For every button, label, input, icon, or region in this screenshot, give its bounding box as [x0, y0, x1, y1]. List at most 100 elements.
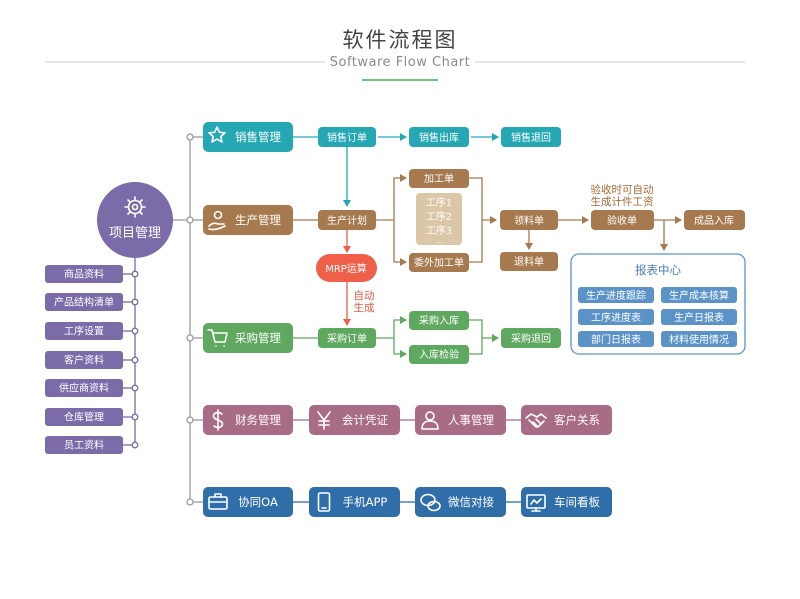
- process-step-2: 工序2: [426, 210, 452, 223]
- row5-module-label: 手机APP: [343, 495, 388, 509]
- report-item[interactable]: 生产日报表: [661, 309, 737, 325]
- left-list-item-label: 产品结构清单: [54, 296, 114, 309]
- report-item-label: 生产进度跟踪: [586, 289, 646, 302]
- row4-module-0[interactable]: 财务管理: [203, 405, 293, 435]
- inspection-node[interactable]: 验收单: [591, 210, 654, 230]
- sales-outbound-node[interactable]: 销售出库: [409, 127, 469, 147]
- process-order-node[interactable]: 加工单: [409, 169, 469, 188]
- row4-module-1[interactable]: 会计凭证: [309, 405, 400, 435]
- production-management-label: 生产管理: [235, 213, 281, 227]
- purchase-order-node[interactable]: 采购订单: [318, 328, 376, 348]
- fork-purchase-check: [393, 338, 407, 358]
- phone-icon: [317, 492, 331, 512]
- sales-order-node[interactable]: 销售订单: [318, 127, 376, 147]
- handshake-icon: [525, 413, 547, 428]
- row4-module-label: 客户关系: [554, 413, 600, 427]
- process-order-label: 加工单: [424, 173, 454, 185]
- star-icon: [208, 126, 226, 143]
- wechat-icon: [420, 493, 441, 512]
- left-list-item-label: 工序设置: [64, 325, 104, 338]
- hand-gear-icon: [208, 210, 226, 231]
- row5-module-3[interactable]: 车间看板: [521, 487, 612, 517]
- project-management-label: 项目管理: [109, 226, 161, 241]
- process-step-1: 工序1: [426, 196, 452, 209]
- report-item-label: 部门日报表: [591, 333, 641, 346]
- material-pick-label: 领料单: [514, 214, 544, 227]
- row4-module-label: 人事管理: [448, 413, 494, 427]
- outsource-order-node[interactable]: 委外加工单: [409, 253, 469, 272]
- report-item[interactable]: 生产成本核算: [661, 287, 737, 303]
- finished-goods-node[interactable]: 成品入库: [684, 210, 745, 230]
- production-plan-node[interactable]: 生产计划: [318, 210, 376, 230]
- left-list-item[interactable]: 工序设置: [45, 322, 139, 340]
- purchase-return-label: 采购退回: [511, 332, 551, 345]
- person-icon: [421, 411, 439, 430]
- sales-management-label: 销售管理: [235, 130, 281, 144]
- fork-purchase-inbound: [376, 316, 407, 339]
- merge-to-pick: [469, 177, 496, 263]
- process-step-3: 工序3: [426, 224, 452, 237]
- auto-note-1: 自动: [354, 289, 375, 302]
- fork-plan-outsource: [393, 220, 407, 266]
- left-list-item-label: 客户资料: [64, 354, 104, 367]
- briefcase-icon: [208, 493, 228, 510]
- report-item[interactable]: 生产进度跟踪: [578, 287, 654, 303]
- report-item-label: 工序进度表: [591, 311, 641, 324]
- yen-icon: [317, 411, 331, 430]
- purchase-inbound-label: 采购入库: [419, 314, 459, 327]
- gear-icon: [124, 196, 146, 218]
- report-item-label: 生产成本核算: [669, 289, 729, 302]
- inspection-note-1: 验收时可自动: [591, 183, 654, 196]
- purchase-return-node[interactable]: 采购退回: [501, 328, 561, 348]
- purchase-management-label: 采购管理: [235, 331, 281, 345]
- outsource-order-label: 委外加工单: [414, 256, 464, 269]
- left-list-item[interactable]: 客户资料: [45, 351, 139, 369]
- left-list-item[interactable]: 仓库管理: [45, 408, 139, 426]
- row5-module-2[interactable]: 微信对接: [415, 487, 506, 517]
- sales-return-node[interactable]: 销售退回: [501, 127, 561, 147]
- dollar-icon: [212, 409, 224, 431]
- purchase-management-node[interactable]: 采购管理: [203, 323, 293, 353]
- left-list-item[interactable]: 商品资料: [45, 265, 139, 283]
- process-step-more: ...: [435, 236, 443, 245]
- row4-modules: 财务管理会计凭证 人事管理 客户关系: [203, 405, 612, 435]
- report-item-label: 材料使用情况: [669, 333, 729, 346]
- left-list-item-label: 仓库管理: [64, 411, 104, 424]
- report-item[interactable]: 部门日报表: [578, 331, 654, 347]
- left-list-item[interactable]: 员工资料: [45, 436, 139, 454]
- report-item-label: 生产日报表: [674, 311, 724, 324]
- row5-module-1[interactable]: 手机APP: [309, 487, 400, 517]
- process-steps-box: 工序1 工序2 工序3 ...: [416, 193, 462, 245]
- row5-module-label: 微信对接: [448, 495, 494, 509]
- row5-module-label: 车间看板: [554, 495, 600, 509]
- row5-module-0[interactable]: 协同OA: [203, 487, 293, 517]
- auto-note-2: 生成: [354, 301, 375, 314]
- material-return-label: 退料单: [514, 255, 544, 268]
- inbound-check-node[interactable]: 入库检验: [409, 345, 469, 364]
- row4-module-2[interactable]: 人事管理: [415, 405, 506, 435]
- report-item[interactable]: 工序进度表: [578, 309, 654, 325]
- project-management-node[interactable]: 项目管理: [97, 182, 173, 258]
- purchase-order-label: 采购订单: [327, 332, 367, 345]
- left-list-item[interactable]: 供应商资料: [45, 379, 139, 397]
- production-management-node[interactable]: 生产管理: [203, 205, 293, 235]
- report-center-title: 报表中心: [635, 263, 681, 277]
- material-pick-node[interactable]: 领料单: [500, 210, 558, 230]
- row4-module-3[interactable]: 客户关系: [521, 405, 612, 435]
- report-center-panel: 报表中心: [570, 253, 746, 355]
- sales-order-label: 销售订单: [327, 131, 367, 144]
- left-list-item[interactable]: 产品结构清单: [45, 293, 139, 311]
- purchase-inbound-node[interactable]: 采购入库: [409, 311, 469, 330]
- left-list-item-label: 供应商资料: [59, 382, 109, 395]
- sales-outbound-label: 销售出库: [419, 131, 459, 144]
- left-list-item-label: 商品资料: [64, 268, 104, 281]
- cart-icon: [207, 329, 228, 347]
- left-list-item-label: 员工资料: [64, 439, 104, 452]
- report-item[interactable]: 材料使用情况: [661, 331, 737, 347]
- mrp-node[interactable]: MRP运算: [316, 254, 377, 282]
- sales-management-node[interactable]: 销售管理: [203, 122, 293, 152]
- material-return-node[interactable]: 退料单: [500, 252, 558, 271]
